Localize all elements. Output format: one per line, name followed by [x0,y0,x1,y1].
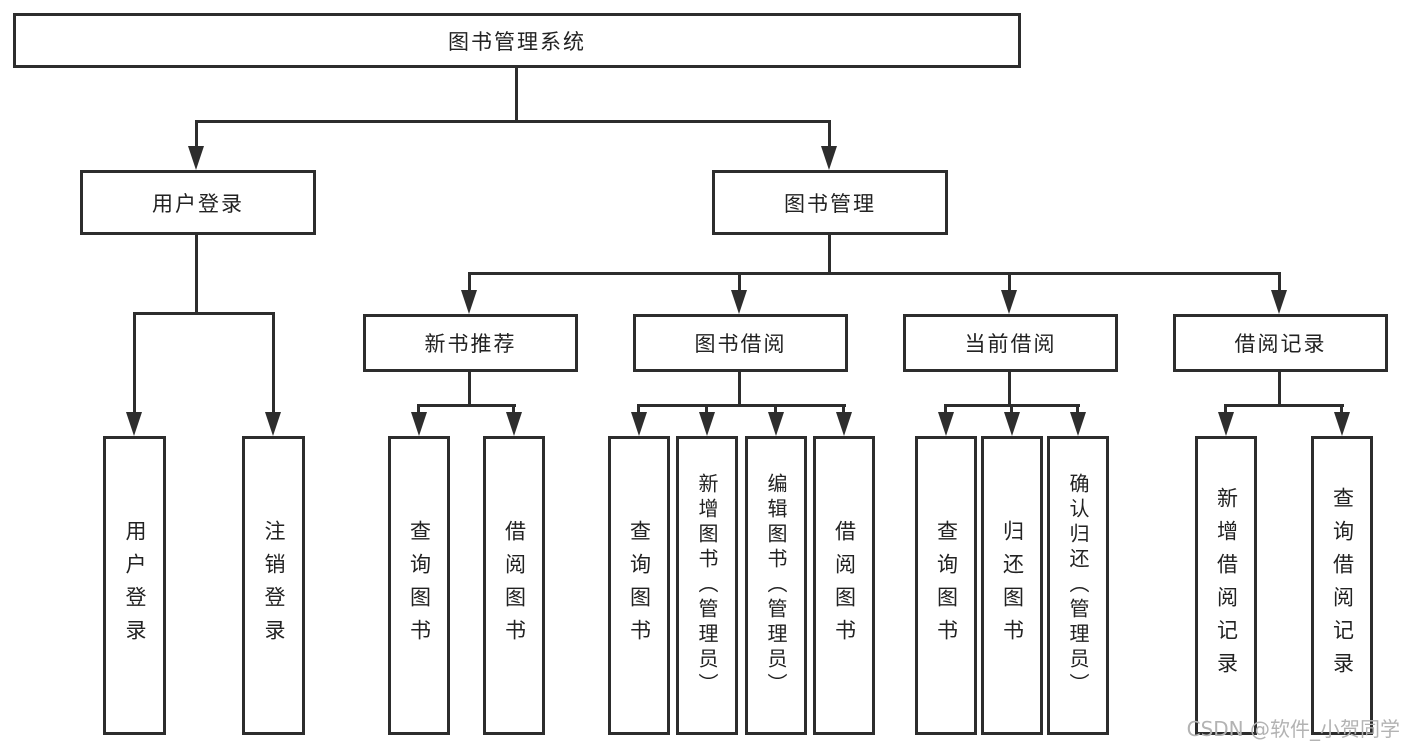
leaf-label: 归还图书 [1000,519,1025,652]
arrow-down-icon [1334,412,1350,436]
arrow-down-icon [461,290,477,314]
connector-borrow-record-horizontal [1224,404,1344,407]
leaf-label: 借阅图书 [832,519,857,652]
connector-stem-book-borrow [738,272,741,294]
arrow-down-icon [836,412,852,436]
leaf-label: 查询借阅记录 [1330,486,1355,685]
connector-new-book-stem [468,372,471,407]
node-new-book: 新书推荐 [363,314,578,372]
connector-stem-leaf [1340,404,1343,416]
leaf-current-borrow-confirm-admin: 确认归还（管理员） [1047,436,1109,735]
connector-root-horizontal [195,120,831,123]
leaf-label: 查询图书 [627,519,652,652]
node-root-label: 图书管理系统 [448,29,586,54]
node-user-login: 用户登录 [80,170,316,235]
connector-user-login-stem [195,235,198,315]
connector-stem-leaf [1224,404,1227,416]
arrow-down-icon [938,412,954,436]
arrow-down-icon [506,412,522,436]
connector-stem-leaf [1076,404,1079,416]
arrow-down-icon [411,412,427,436]
node-borrow-record: 借阅记录 [1173,314,1388,372]
leaf-label: 新增图书（管理员） [695,473,719,698]
connector-stem-leaf [1010,404,1013,416]
node-current-borrow-label: 当前借阅 [964,332,1057,356]
leaf-user-login-logout: 注销登录 [242,436,305,735]
leaf-borrow-record-query: 查询借阅记录 [1311,436,1373,735]
node-book-borrow: 图书借阅 [633,314,848,372]
node-current-borrow: 当前借阅 [903,314,1118,372]
leaf-label: 查询图书 [934,519,959,652]
arrow-down-icon [1004,412,1020,436]
leaf-label: 借阅图书 [502,519,527,652]
arrow-down-icon [731,290,747,314]
connector-stem-leaf [705,404,708,416]
arrow-down-icon [265,412,281,436]
connector-book-mgmt-horizontal [468,272,1281,275]
arrow-down-icon [1271,290,1287,314]
node-book-borrow-label: 图书借阅 [694,332,787,356]
leaf-current-borrow-return: 归还图书 [981,436,1043,735]
leaf-label: 用户登录 [123,519,147,652]
arrow-down-icon [821,146,837,170]
arrow-down-icon [1070,412,1086,436]
node-book-mgmt-label: 图书管理 [784,191,876,216]
arrow-down-icon [631,412,647,436]
node-book-mgmt: 图书管理 [712,170,948,235]
connector-stem-borrow-record [1278,272,1281,294]
connector-new-book-horizontal [417,404,516,407]
connector-stem-leaf [512,404,515,416]
leaf-label: 查询图书 [407,519,432,652]
connector-user-login-horizontal [133,312,275,315]
connector-stem-leaf [272,312,275,416]
connector-stem-leaf [417,404,420,416]
connector-stem-leaf [774,404,777,416]
connector-stem-current-borrow [1008,272,1011,294]
connector-current-borrow-stem [1008,372,1011,407]
leaf-label: 编辑图书（管理员） [764,473,788,698]
connector-stem-new-book [468,272,471,294]
node-new-book-label: 新书推荐 [424,332,517,356]
connector-stem-leaf [637,404,640,416]
leaf-label: 注销登录 [262,519,286,652]
leaf-new-book-borrow: 借阅图书 [483,436,545,735]
connector-book-mgmt-stem [828,235,831,275]
leaf-book-borrow-query: 查询图书 [608,436,670,735]
leaf-new-book-query: 查询图书 [388,436,450,735]
arrow-down-icon [1001,290,1017,314]
connector-book-borrow-horizontal [637,404,846,407]
leaf-current-borrow-query: 查询图书 [915,436,977,735]
connector-borrow-record-stem [1278,372,1281,407]
arrow-down-icon [126,412,142,436]
leaf-book-borrow-add-admin: 新增图书（管理员） [676,436,738,735]
connector-stem-user-login [195,120,198,150]
connector-stem-leaf [133,312,136,416]
leaf-book-borrow-borrow: 借阅图书 [813,436,875,735]
connector-book-borrow-stem [738,372,741,407]
arrow-down-icon [1218,412,1234,436]
connector-stem-leaf [944,404,947,416]
leaf-user-login-login: 用户登录 [103,436,166,735]
arrow-down-icon [699,412,715,436]
arrow-down-icon [188,146,204,170]
csdn-watermark: CSDN @软件_小贺同学 [1186,717,1400,741]
connector-root-stem [515,68,518,120]
connector-stem-leaf [842,404,845,416]
leaf-borrow-record-add: 新增借阅记录 [1195,436,1257,735]
connector-stem-book-mgmt [828,120,831,150]
node-root: 图书管理系统 [13,13,1021,68]
leaf-label: 新增借阅记录 [1214,486,1239,685]
leaf-label: 确认归还（管理员） [1066,473,1090,698]
node-user-login-label: 用户登录 [152,191,244,216]
leaf-book-borrow-edit-admin: 编辑图书（管理员） [745,436,807,735]
arrow-down-icon [768,412,784,436]
node-borrow-record-label: 借阅记录 [1234,332,1327,356]
